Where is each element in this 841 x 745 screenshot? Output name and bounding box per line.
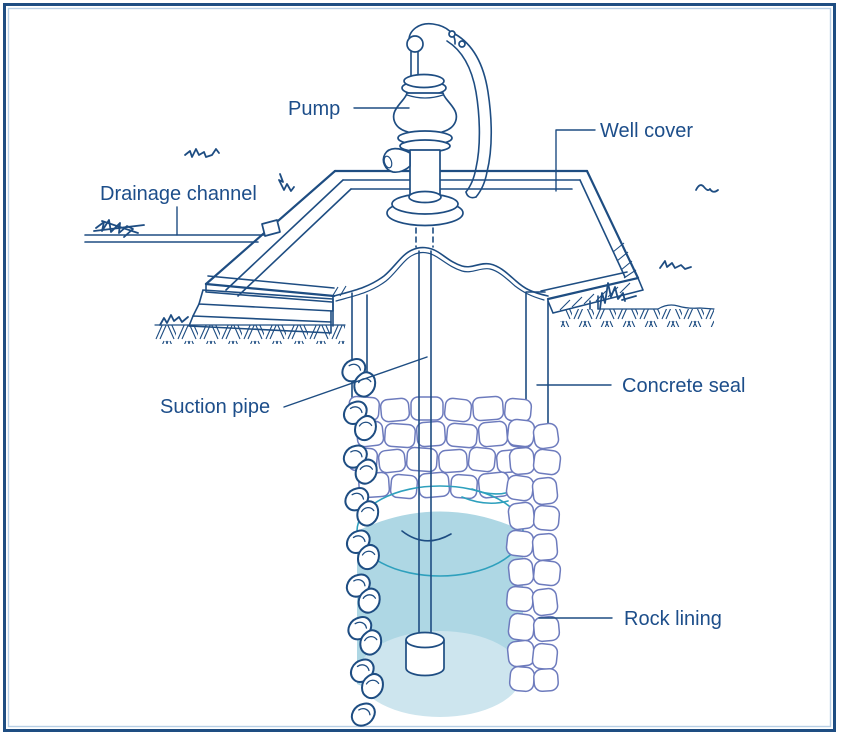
leader-lines xyxy=(176,107,613,619)
suction-pipe-label: Suction pipe xyxy=(160,396,270,418)
well-cover-drawing xyxy=(204,169,644,314)
rock-lining-right xyxy=(505,418,562,693)
pump-base-flange xyxy=(386,190,464,227)
labels: Pump Well cover Drainage channel Suction… xyxy=(100,98,745,630)
drainage-channel-label: Drainage channel xyxy=(100,183,257,205)
foot-valve xyxy=(405,631,445,677)
pump-handle-pivot xyxy=(406,35,424,53)
rock-lining-label: Rock lining xyxy=(624,608,722,630)
suction-pipe-drawing xyxy=(401,227,452,677)
well-cover-label: Well cover xyxy=(600,120,693,142)
drainage-channel-drawing xyxy=(84,219,281,243)
ground-hatch-left xyxy=(154,324,346,344)
well-cover-leader xyxy=(555,129,596,192)
pump-body xyxy=(392,92,458,197)
well-bottom xyxy=(358,631,522,717)
ground-hatch-right xyxy=(560,304,715,327)
pump-label: Pump xyxy=(288,98,340,120)
hand-pump-drawing xyxy=(382,22,493,227)
grass-tufts xyxy=(93,148,719,326)
pump-handle xyxy=(408,22,493,199)
pump-spout xyxy=(382,147,411,174)
figure-border xyxy=(3,3,836,732)
concrete-seal-label: Concrete seal xyxy=(622,375,745,397)
well-water xyxy=(356,485,524,717)
suction-pipe-leader xyxy=(283,356,428,408)
pump-head-cap xyxy=(401,73,447,96)
rock-lining-back xyxy=(347,395,535,500)
